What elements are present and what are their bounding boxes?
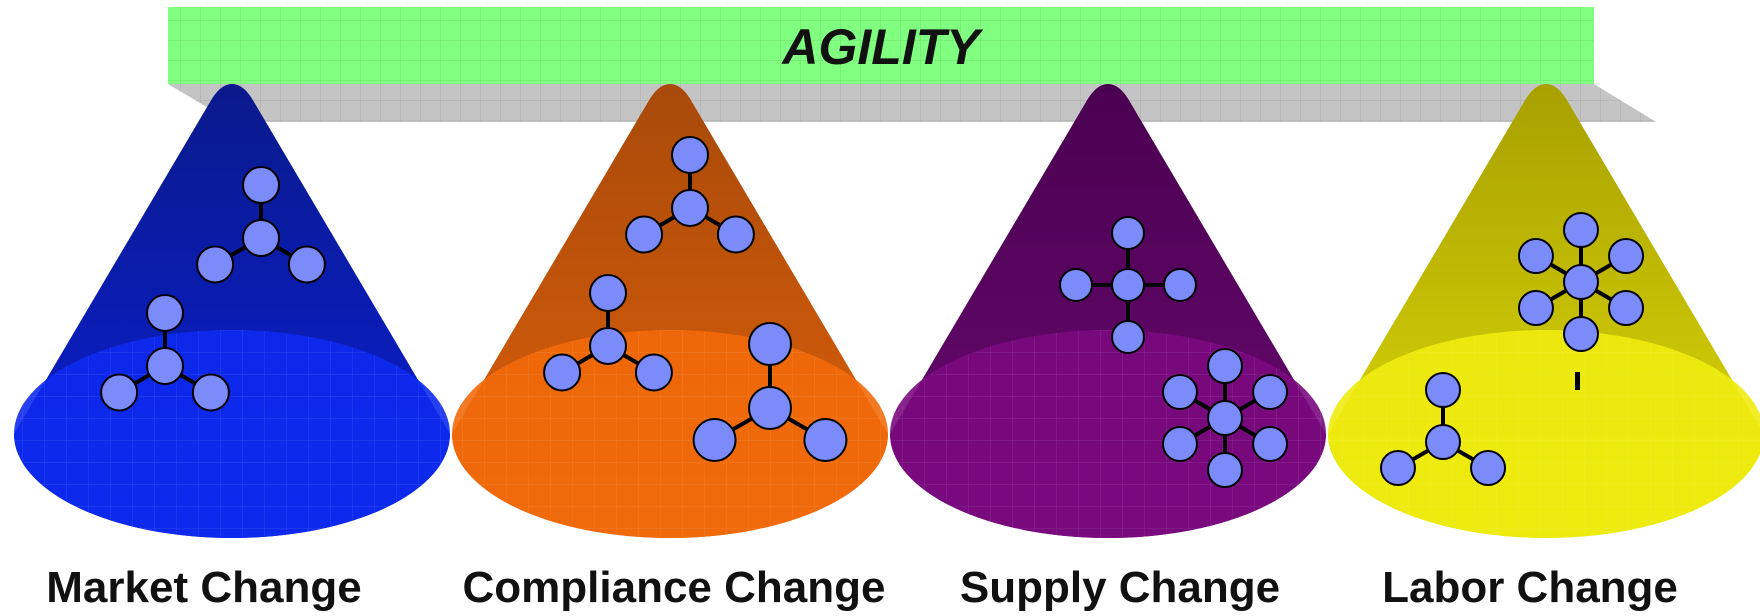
cone-market (14, 84, 450, 538)
network-node (1517, 238, 1554, 274)
banner-title: AGILITY (780, 19, 984, 75)
cone-supply (890, 84, 1326, 538)
network-node-group (543, 274, 673, 392)
network-node (1252, 426, 1289, 462)
network-node (1207, 348, 1243, 384)
network-hub-node (589, 327, 627, 365)
network-node (196, 245, 235, 284)
cone-label-compliance: Compliance Change (463, 563, 886, 612)
tick-mark (1575, 372, 1580, 390)
network-hub-node (748, 386, 792, 430)
network-node-group (1161, 348, 1289, 488)
network-node (716, 215, 755, 254)
network-node (1161, 374, 1198, 410)
network-hub-node (671, 189, 709, 227)
network-layer (100, 136, 1645, 488)
network-hub-node (1207, 400, 1243, 436)
network-node (242, 166, 280, 204)
network-node-group (692, 322, 848, 462)
network-node (1563, 316, 1599, 352)
network-node (146, 294, 184, 332)
network-node (1059, 268, 1093, 302)
network-node (748, 322, 792, 366)
cone-compliance (452, 84, 888, 538)
network-node (1563, 212, 1599, 248)
cone-label-market: Market Change (46, 563, 361, 612)
network-node (1608, 290, 1645, 326)
network-node (634, 353, 673, 392)
network-node (1161, 426, 1198, 462)
network-node (543, 353, 582, 392)
network-node (1163, 268, 1197, 302)
network-hub-node (1563, 264, 1599, 300)
network-node (625, 215, 664, 254)
network-node-group (1517, 212, 1645, 352)
network-node (287, 245, 326, 284)
network-node (1111, 216, 1145, 250)
network-node (191, 373, 230, 412)
network-node (1252, 374, 1289, 410)
network-node (1517, 290, 1554, 326)
network-node (1608, 238, 1645, 274)
network-node-group (625, 136, 755, 254)
network-hub-node (1111, 268, 1145, 302)
agility-banner (168, 7, 1656, 122)
cone-label-supply: Supply Change (960, 563, 1280, 612)
network-node (692, 418, 737, 462)
network-node (1379, 450, 1416, 486)
network-node-group (1379, 372, 1507, 486)
network-node (1470, 450, 1507, 486)
network-node-group (196, 166, 326, 284)
network-node-group (100, 294, 230, 412)
network-hub-node (242, 219, 280, 257)
network-node (671, 136, 709, 174)
network-hub-node (146, 347, 184, 385)
network-node (1425, 372, 1461, 408)
network-node (100, 373, 139, 412)
network-node (589, 274, 627, 312)
cone-label-labor: Labor Change (1382, 563, 1678, 612)
network-node (803, 418, 848, 462)
network-node (1207, 452, 1243, 488)
network-hub-node (1425, 424, 1461, 460)
network-node-group (1059, 216, 1197, 354)
network-node (1111, 320, 1145, 354)
